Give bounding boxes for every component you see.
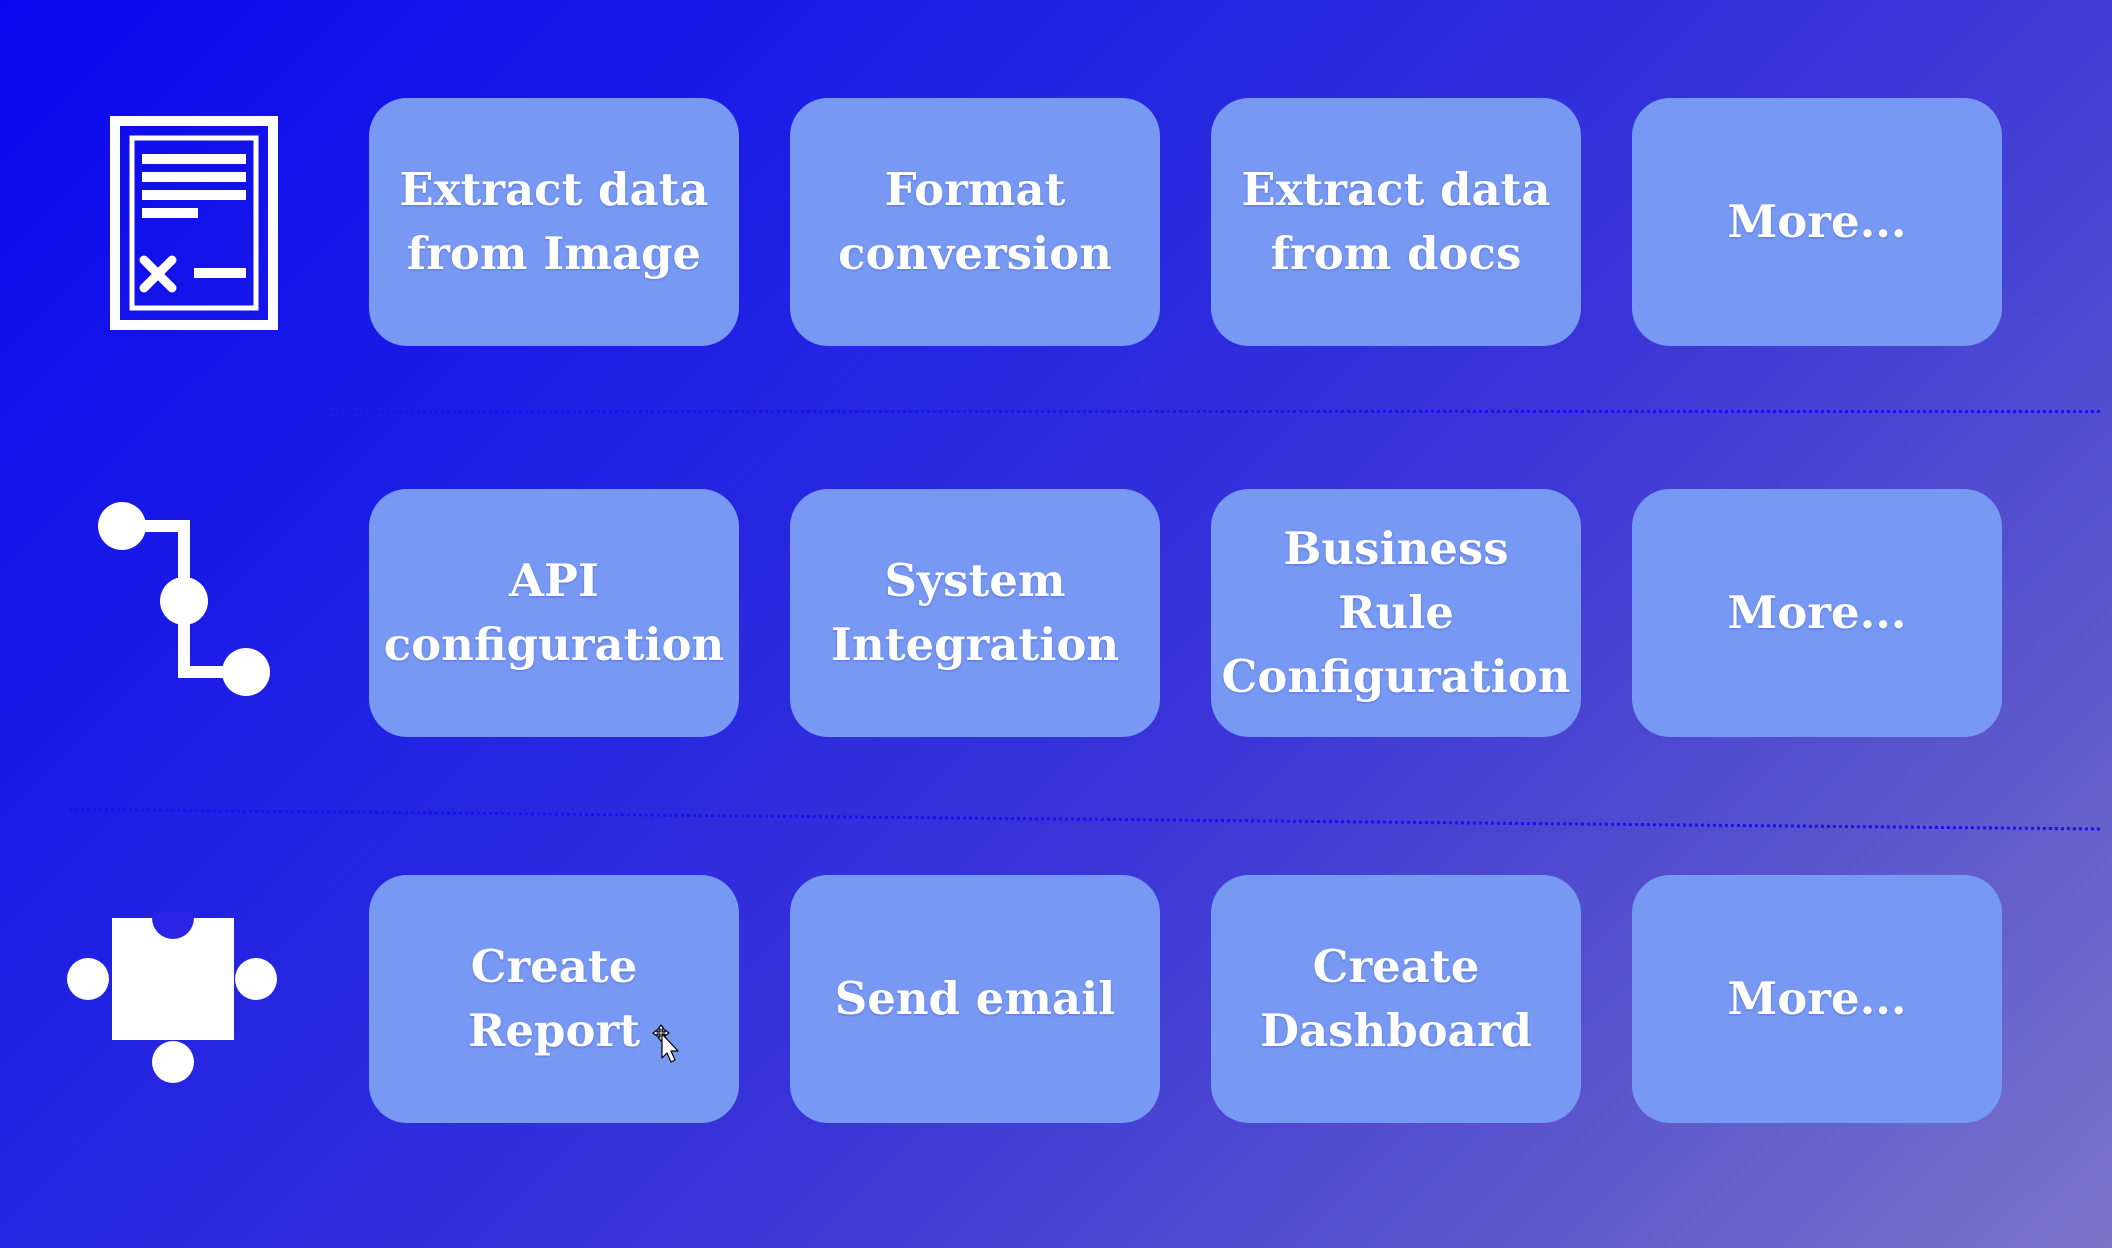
create-dashboard-button[interactable]: Create Dashboard [1211, 875, 1581, 1123]
api-configuration-button[interactable]: API configuration [369, 489, 739, 737]
tile-label: API configuration [383, 554, 725, 671]
workflow-icon [98, 502, 270, 696]
extract-data-from-image-button[interactable]: Extract data from Image [369, 98, 739, 346]
business-rule-configuration-button[interactable]: Business Rule Configuration [1211, 489, 1581, 737]
send-email-button[interactable]: Send email [790, 875, 1160, 1123]
more-actions-button[interactable]: More... [1632, 875, 2002, 1123]
tile-label: System Integration [830, 554, 1120, 671]
tile-label: Extract data from Image [399, 163, 709, 280]
row-divider [69, 808, 2100, 831]
tile-label: Extract data from docs [1241, 163, 1551, 280]
tile-label: Business Rule Configuration [1221, 522, 1571, 703]
tile-label: More... [1727, 972, 1907, 1025]
row-divider [70, 410, 2100, 413]
puzzle-piece-icon [67, 912, 277, 1083]
system-integration-button[interactable]: System Integration [790, 489, 1160, 737]
more-integration-button[interactable]: More... [1632, 489, 2002, 737]
create-report-button[interactable]: Create Report [369, 875, 739, 1123]
tile-label: Create Dashboard [1259, 940, 1533, 1057]
tile-label: Format conversion [838, 163, 1112, 280]
tile-label: Send email [834, 972, 1116, 1025]
format-conversion-button[interactable]: Format conversion [790, 98, 1160, 346]
tile-label: Create Report [467, 940, 640, 1057]
tile-label: More... [1727, 195, 1907, 248]
document-icon [110, 116, 278, 330]
more-extraction-button[interactable]: More... [1632, 98, 2002, 346]
tile-label: More... [1727, 586, 1907, 639]
extract-data-from-docs-button[interactable]: Extract data from docs [1211, 98, 1581, 346]
